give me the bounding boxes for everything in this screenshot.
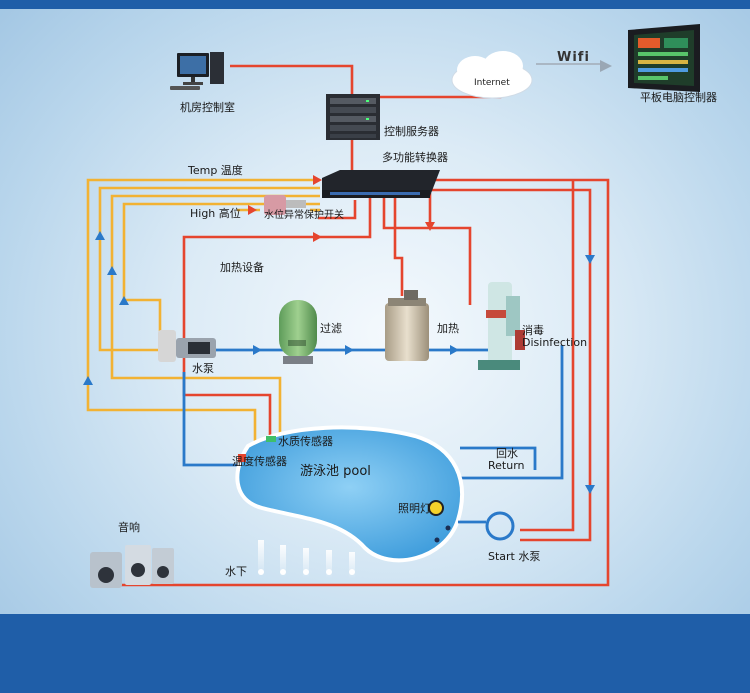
heater-device-icon: [264, 195, 306, 215]
return-cn-label: 回水: [496, 447, 518, 460]
tablet-icon: [628, 24, 700, 92]
wifi-arrow: [600, 60, 612, 72]
speaker-icon: [90, 545, 174, 588]
underwater-label: 水下: [225, 565, 247, 578]
filter-tank-icon: [279, 300, 317, 364]
circulation-pump-icon: [458, 511, 515, 541]
computer-icon: [170, 52, 224, 90]
blue-pipes: [182, 345, 564, 480]
pump2-label: Start 水泵: [488, 550, 541, 563]
server-label: 控制服务器: [384, 125, 439, 138]
heat-label: 加热: [437, 322, 459, 335]
yellow-lines: [86, 178, 320, 452]
tablet-label: 平板电脑控制器: [640, 91, 717, 104]
pump-label: 水泵: [192, 362, 214, 375]
valve-label: 水位异常保护开关: [264, 210, 344, 221]
filter-label: 过滤: [320, 322, 342, 335]
pool-shape: [235, 425, 464, 563]
underwater-lights: [258, 540, 355, 578]
pump-icon: [158, 330, 216, 362]
top-frame-bar: [0, 0, 750, 9]
switch-label: 多功能转换器: [382, 151, 448, 164]
internet-label: Internet: [474, 78, 510, 88]
pool-label: 游泳池 pool: [300, 464, 371, 479]
disinfection-cn-label: 消毒: [522, 324, 544, 337]
return-label: Return: [488, 459, 525, 472]
temp-sensor-label: 温度传感器: [232, 455, 287, 468]
wifi-label: Wifi: [557, 50, 590, 65]
temp-label: Temp 温度: [188, 164, 243, 177]
flow-arrows: [83, 175, 595, 494]
server-icon: [326, 94, 380, 140]
water-sensor-label: 水质传感器: [278, 435, 333, 448]
heat-tank-icon: [385, 290, 429, 361]
heater-label: 加热设备: [220, 261, 264, 274]
computer-label: 机房控制室: [180, 101, 235, 114]
disinfection-label: Disinfection: [522, 336, 588, 349]
high-label: High 高位: [190, 207, 241, 220]
cloud-icon: [451, 51, 533, 99]
light-label: 照明灯: [398, 502, 431, 515]
audio-label: 音响: [118, 521, 140, 534]
switch-icon: [322, 170, 440, 198]
disinfection-unit-icon: [478, 282, 525, 370]
bottom-frame-bar: [0, 614, 750, 693]
